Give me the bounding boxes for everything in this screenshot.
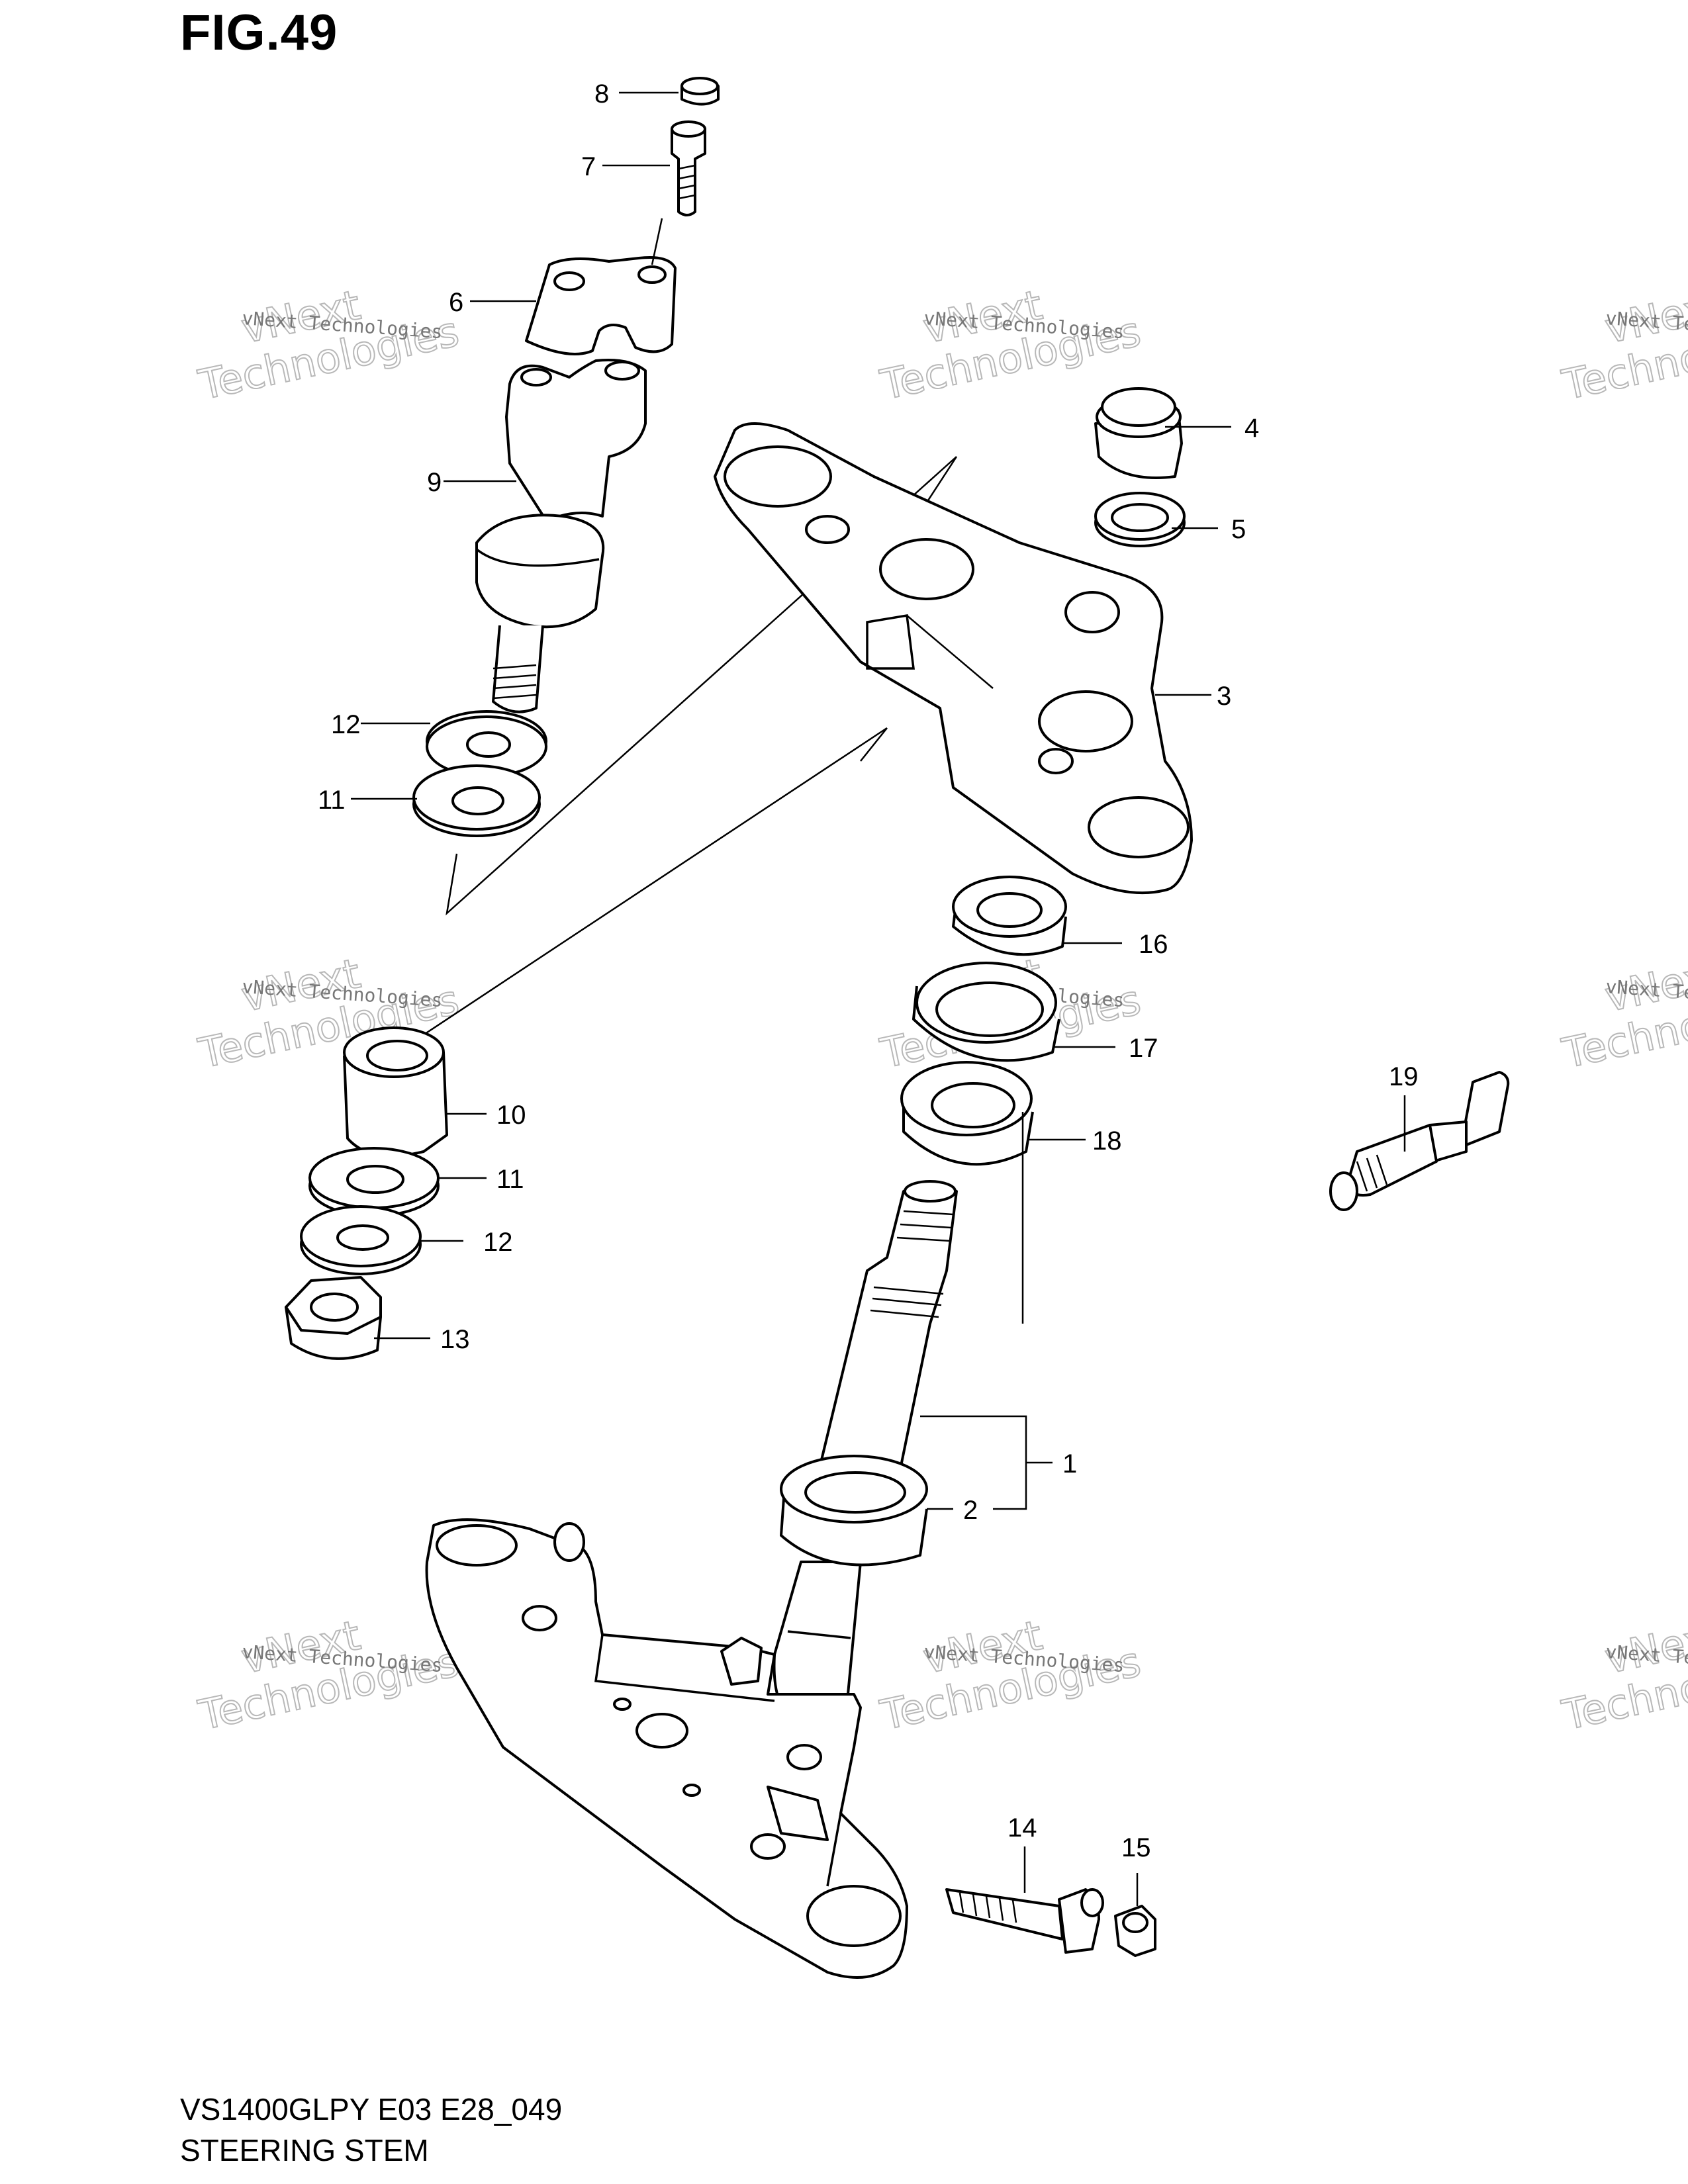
guide-line bbox=[445, 456, 957, 916]
callout-15: 15 bbox=[1121, 1833, 1151, 1862]
model-code: VS1400GLPY E03 E28_049 bbox=[180, 2092, 563, 2126]
callout-labels: 8 7 6 4 5 3 9 12 11 16 17 18 19 10 11 12… bbox=[318, 79, 1419, 1862]
callout-14: 14 bbox=[1008, 1813, 1037, 1843]
part-12-washer-lower bbox=[300, 1205, 422, 1275]
part-16-stem-nut bbox=[952, 876, 1067, 956]
callout-3: 3 bbox=[1217, 682, 1231, 711]
part-19-connector bbox=[1329, 1071, 1510, 1211]
callout-13: 13 bbox=[440, 1325, 470, 1354]
callout-4: 4 bbox=[1244, 414, 1259, 443]
callout-12-upper: 12 bbox=[331, 710, 361, 739]
part-13-nut bbox=[285, 1276, 382, 1360]
lower-bracket bbox=[425, 1518, 908, 1979]
callout-8: 8 bbox=[594, 79, 609, 109]
part-1-steering-stem bbox=[773, 1180, 958, 1723]
callout-17: 17 bbox=[1129, 1034, 1158, 1063]
part-6-handlebar-cap bbox=[525, 218, 677, 355]
part-3-upper-bracket bbox=[714, 422, 1193, 895]
figure-title: FIG.49 bbox=[180, 5, 338, 61]
section-name: STEERING STEM bbox=[180, 2133, 429, 2167]
callout-2: 2 bbox=[963, 1496, 978, 1525]
part-7-bolt bbox=[671, 120, 706, 216]
part-4-cap-nut bbox=[1094, 387, 1183, 479]
callout-1: 1 bbox=[1062, 1449, 1077, 1479]
part-9-handlebar-holder bbox=[475, 359, 647, 713]
callout-5: 5 bbox=[1231, 515, 1246, 544]
part-8-bolt-cap bbox=[680, 77, 720, 106]
callout-leaders bbox=[351, 91, 1406, 1906]
callout-19: 19 bbox=[1389, 1062, 1419, 1091]
callout-18: 18 bbox=[1092, 1126, 1122, 1156]
part-11-washer-upper bbox=[412, 764, 541, 837]
part-18-upper-bearing bbox=[900, 1061, 1034, 1166]
part-17-dust-seal bbox=[912, 962, 1060, 1062]
part-10-cushion bbox=[343, 1026, 448, 1158]
callout-11-upper: 11 bbox=[318, 786, 346, 815]
callout-9: 9 bbox=[427, 468, 442, 497]
callout-11-lower: 11 bbox=[496, 1165, 524, 1194]
part-5-washer bbox=[1094, 492, 1186, 547]
guide-line bbox=[860, 727, 888, 762]
guide-line bbox=[406, 727, 888, 1047]
callout-16: 16 bbox=[1139, 930, 1168, 959]
callout-12-lower: 12 bbox=[483, 1228, 513, 1257]
part-2-lower-bearing bbox=[780, 1455, 928, 1567]
callout-10: 10 bbox=[496, 1101, 526, 1130]
part-15-nut bbox=[1114, 1905, 1156, 1957]
part-11-washer-lower bbox=[308, 1147, 440, 1217]
callout-6: 6 bbox=[449, 288, 463, 317]
callout-7: 7 bbox=[581, 152, 596, 181]
part-14-bolt bbox=[945, 1888, 1104, 1954]
part-12-washer-upper bbox=[426, 710, 547, 778]
